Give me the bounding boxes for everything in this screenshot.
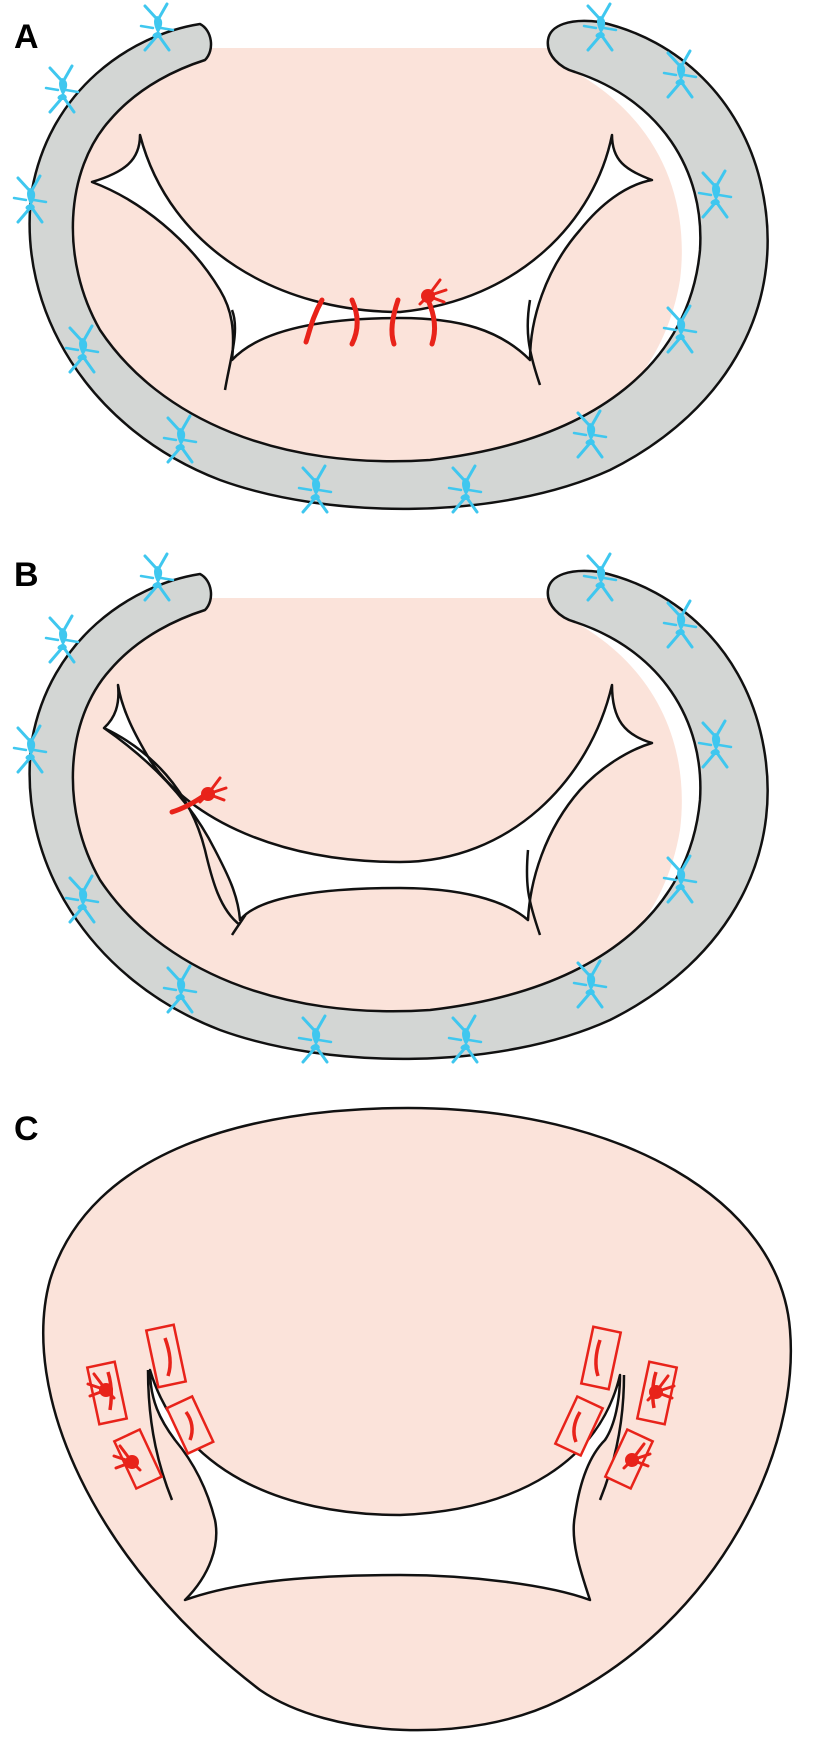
- panel-b-leaflet-fold: [103, 726, 241, 926]
- panel-b-commissure-right: [525, 849, 542, 936]
- panel-a: A: [12, 2, 769, 514]
- panel-b-commissure-left: [230, 913, 247, 936]
- pledget-icon: [579, 1325, 623, 1391]
- panel-a-annulus-tissue: [69, 48, 682, 476]
- panel-b: B: [12, 552, 769, 1064]
- panel-c: C: [14, 1106, 793, 1732]
- panel-a-label: A: [14, 18, 39, 56]
- panel-a-valve-orifice: [90, 133, 654, 362]
- pledget-icon: [553, 1394, 605, 1458]
- panel-c-right-sutures: [572, 1339, 676, 1470]
- panel-c-label: C: [14, 1110, 39, 1148]
- panel-c-valve-orifice: [148, 1368, 622, 1602]
- panel-c-valve-tissue: [42, 1106, 793, 1732]
- pledget-icon: [165, 1394, 215, 1456]
- panel-b-valve-orifice: [102, 683, 654, 922]
- panel-c-commissure-right: [598, 1374, 626, 1501]
- pledget-icon: [144, 1323, 188, 1389]
- panel-a-commissure-right: [526, 299, 542, 386]
- panel-a-edge-to-edge-sutures: [303, 278, 448, 347]
- panel-c-commissure-left: [146, 1369, 174, 1501]
- panel-b-commissural-suture: [169, 776, 228, 815]
- panel-c-left-sutures: [86, 1337, 194, 1472]
- panel-b-label: B: [14, 556, 39, 594]
- panel-a-commissure-left: [223, 309, 237, 391]
